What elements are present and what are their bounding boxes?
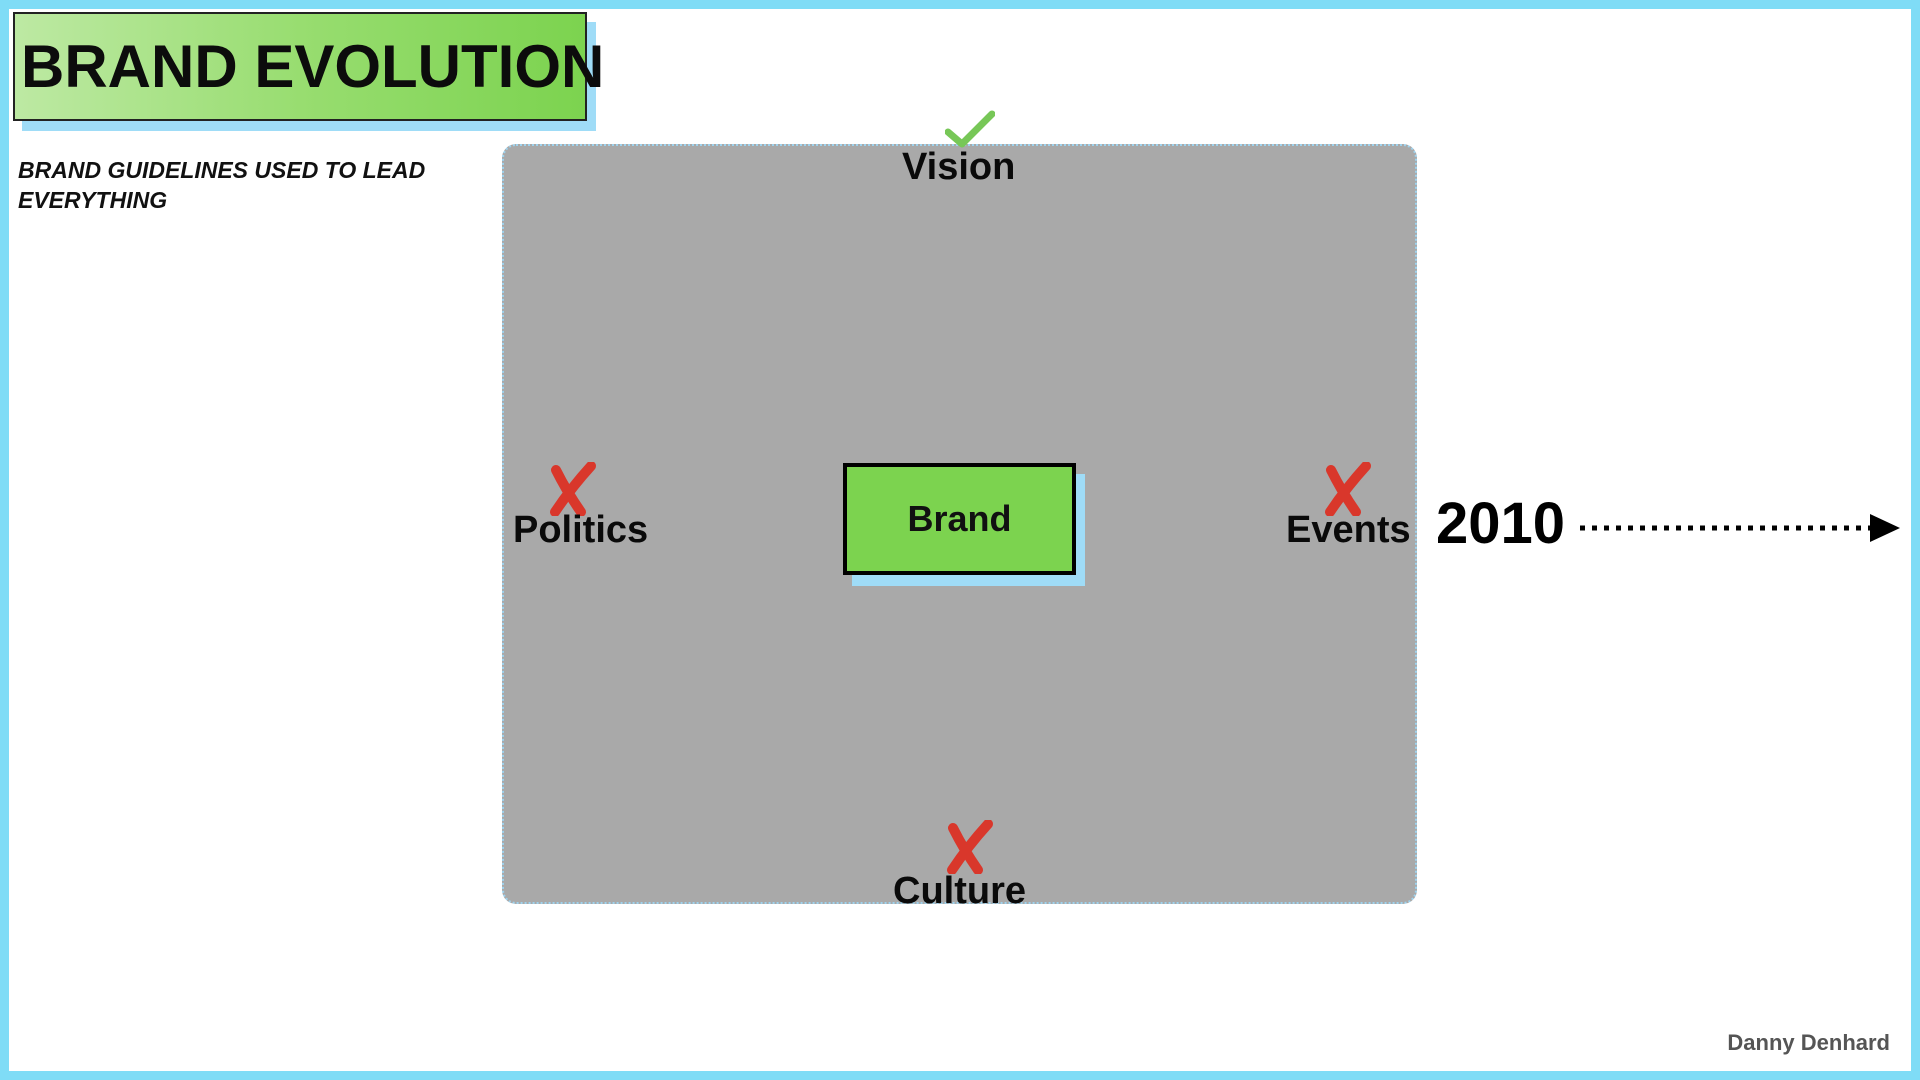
brand-label: Brand <box>907 498 1012 539</box>
cross-icon <box>947 820 993 874</box>
node-label-vision: Vision <box>902 146 1016 188</box>
author-credit: Danny Denhard <box>1727 1030 1890 1055</box>
timeline-arrow-icon <box>1580 514 1900 542</box>
brand-box: Brand <box>843 463 1076 575</box>
node-label-politics: Politics <box>513 509 649 551</box>
check-icon <box>945 110 995 148</box>
subtitle: BRAND GUIDELINES USED TO LEAD EVERYTHING <box>18 157 426 213</box>
node-label-culture: Culture <box>893 870 1026 912</box>
cross-icon <box>550 462 596 516</box>
title-banner: BRAND EVOLUTION <box>13 12 604 121</box>
page-title: BRAND EVOLUTION <box>21 33 605 100</box>
node-label-events: Events <box>1286 509 1411 551</box>
cross-icon <box>1325 462 1371 516</box>
year-label: 2010 <box>1436 491 1566 556</box>
